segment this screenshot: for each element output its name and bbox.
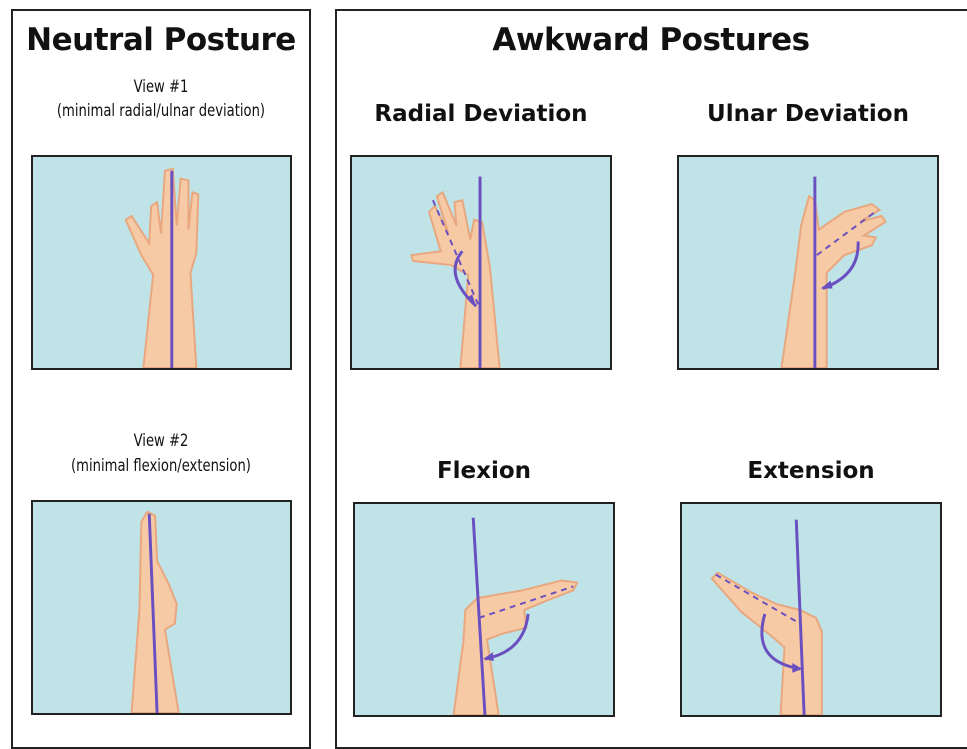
hand-neutral-side-icon xyxy=(33,502,290,713)
hand-ulnar-deviation-icon xyxy=(679,157,937,368)
view2-label: View #2 xyxy=(32,430,290,452)
neutral-posture-title: Neutral Posture xyxy=(11,22,311,58)
awkward-postures-title: Awkward Postures xyxy=(335,22,967,58)
view2-illustration xyxy=(31,500,292,715)
radial-deviation-label: Radial Deviation xyxy=(350,101,612,127)
hand-neutral-palm-icon xyxy=(33,157,290,368)
ulnar-deviation-illustration xyxy=(677,155,939,370)
ulnar-deviation-label: Ulnar Deviation xyxy=(677,101,939,127)
hand-flexion-icon xyxy=(355,504,613,715)
flexion-illustration xyxy=(353,502,615,717)
view1-illustration xyxy=(31,155,292,370)
radial-deviation-illustration xyxy=(350,155,612,370)
hand-extension-icon xyxy=(682,504,940,715)
view1-label: View #1 xyxy=(32,76,290,98)
extension-illustration xyxy=(680,502,942,717)
flexion-label: Flexion xyxy=(353,458,615,484)
view1-caption: (minimal radial/ulnar deviation) xyxy=(5,100,316,122)
hand-radial-deviation-icon xyxy=(352,157,610,368)
extension-label: Extension xyxy=(680,458,942,484)
view2-caption: (minimal flexion/extension) xyxy=(5,455,316,477)
